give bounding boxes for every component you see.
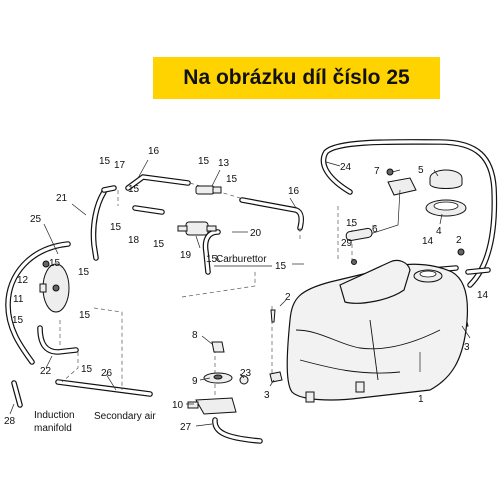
label-16: 16 [288,186,300,197]
gasket-4 [425,199,467,217]
label-16: 16 [148,146,160,157]
valve-assembly [187,341,249,415]
label-9: 9 [192,376,198,387]
connector-13 [195,185,222,195]
carburettor-caption: Carburettor [216,254,267,265]
label-15: 15 [346,218,358,229]
label-15: 15 [12,315,24,326]
fuel-sender-6 [345,177,417,242]
label-27: 27 [180,422,192,433]
label-13: 13 [218,158,230,169]
label-20: 20 [250,228,262,239]
tap-12 [42,260,50,268]
label-15: 15 [275,261,287,272]
part-labels: 15 17 16 15 13 15 21 15 15 18 15 19 15 1… [4,146,489,433]
fuel-tank-1 [286,259,469,403]
label-25: 25 [30,214,42,225]
label-3: 3 [264,390,270,401]
label-21: 21 [56,193,68,204]
label-18: 18 [128,235,140,246]
label-15: 15 [153,239,165,250]
manifold-caption: manifold [34,423,72,434]
secondary-air-caption: Secondary air [94,411,156,422]
label-7: 7 [374,166,380,177]
label-15: 15 [81,364,93,375]
hoses [5,139,498,444]
label-28: 28 [4,416,16,427]
label-15: 15 [99,156,111,167]
label-2: 2 [285,292,291,303]
leader-lines [9,159,471,427]
label-15: 15 [49,258,61,269]
label-11: 11 [13,294,24,305]
label-15: 15 [78,267,90,278]
label-1: 1 [418,394,424,405]
label-3: 3 [464,342,470,353]
label-14: 14 [422,236,434,247]
label-14: 14 [477,290,489,301]
label-12: 12 [17,275,29,286]
label-10: 10 [172,400,184,411]
label-19: 19 [180,250,192,261]
label-17: 17 [114,160,126,171]
label-8: 8 [192,330,198,341]
label-22: 22 [40,366,52,377]
label-15: 15 [226,174,238,185]
label-5: 5 [418,165,424,176]
label-24: 24 [340,162,352,173]
title-banner: Na obrázku díl číslo 25 [153,57,440,99]
label-4: 4 [436,226,442,237]
label-2: 2 [456,235,462,246]
title-text: Na obrázku díl číslo 25 [183,66,410,89]
label-15: 15 [198,156,210,167]
label-15: 15 [79,310,91,321]
label-15: 15 [206,254,218,265]
fuel-pump-11 [39,263,70,313]
induction-caption: Induction [34,410,75,421]
label-15: 15 [128,184,140,195]
fuel-filter-19 [177,221,217,236]
label-6: 6 [372,224,378,235]
label-29: 29 [341,238,353,249]
label-23: 23 [240,368,252,379]
label-15: 15 [110,222,122,233]
label-26: 26 [101,368,113,379]
filler-cap-5 [429,169,463,189]
